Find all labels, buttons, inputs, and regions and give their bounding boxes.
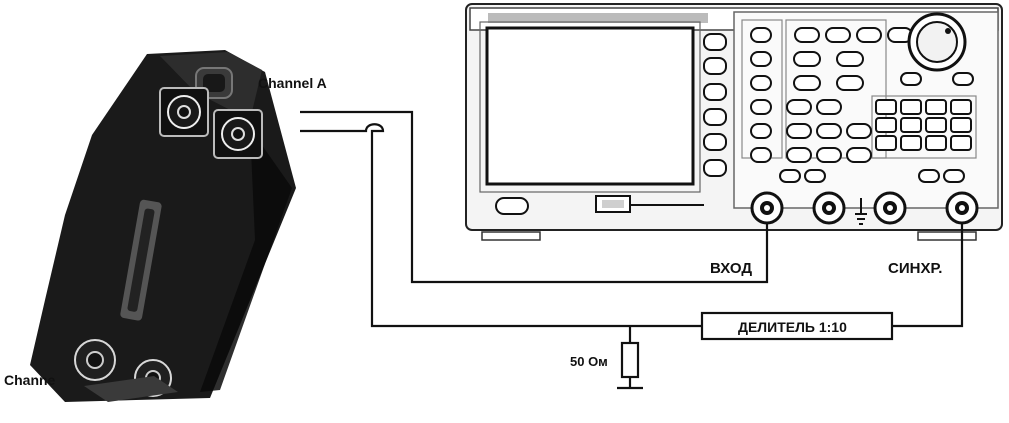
instrument-side [200,128,292,392]
usb-port-inner [602,200,624,208]
instrument-bottom-highlight [84,376,178,402]
panel-foot-left [481,231,541,241]
arrow-keys [900,72,974,86]
bnc-sync [945,191,979,225]
rotary-knob [907,12,967,72]
instrument-slot-inner [127,208,155,312]
divider-box [700,311,894,341]
numeric-keys [875,99,972,151]
channel-b-connector-1 [74,339,116,381]
panel-foot-right [917,231,977,241]
wire-to-sync-tail [892,223,964,328]
sync-label: СИНХР. [888,260,942,277]
input-label: ВХОД [710,260,752,277]
mode-keys [786,27,944,163]
strap-clip-inner [203,74,225,92]
handheld-instrument [30,50,296,402]
brand-text-placeholder [488,13,708,23]
bnc-output-1 [750,191,784,225]
softkeys [703,33,727,177]
signal-generator [465,3,1003,241]
numeric-keypad [871,95,977,159]
divider-label: ДЕЛИТЕЛЬ 1:10 [738,319,847,335]
channel-a-connector-2 [213,109,263,159]
display-screen [485,26,695,186]
wire-to-input [300,110,769,284]
bnc-output-3 [873,191,907,225]
function-keys [750,27,772,163]
display-bezel [479,21,701,193]
channel-a-connector-1 [159,87,209,137]
resistor-label: 50 Ом [570,354,608,369]
channel-b-label: Channe [4,372,56,388]
power-button [495,197,529,215]
bnc-output-2 [812,191,846,225]
resistor-body [620,341,640,379]
channel-a-label: Channel A [258,75,327,91]
ground-symbol-panel [855,198,867,225]
lower-mode-keys [779,169,965,183]
wire-to-sync [300,123,702,328]
wiring [300,110,964,390]
